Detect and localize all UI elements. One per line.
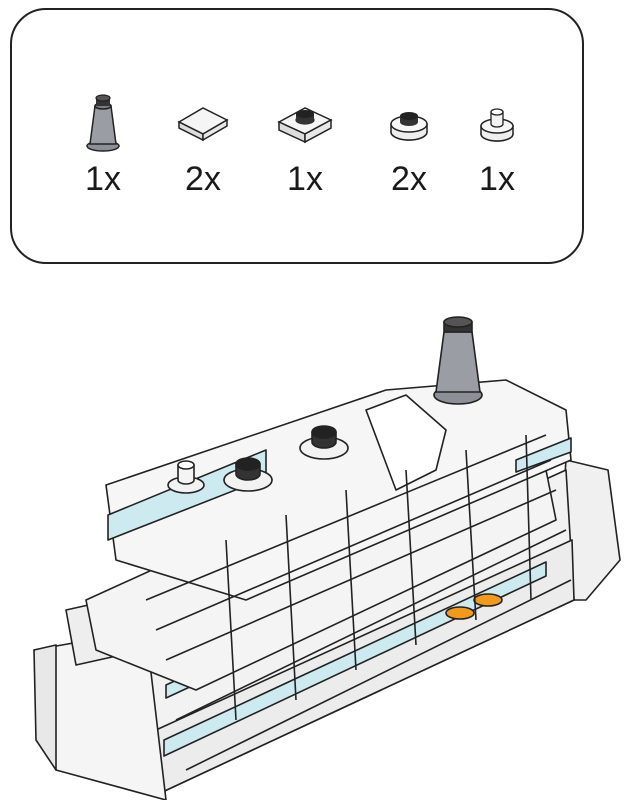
part-2-quantity: 2x <box>185 160 221 198</box>
part-2 <box>168 88 238 152</box>
part-3-quantity: 1x <box>287 160 323 198</box>
part-1-quantity: 1x <box>85 160 121 198</box>
ship-model-illustration <box>33 316 621 800</box>
part-1 <box>68 88 138 152</box>
part-3 <box>270 88 340 152</box>
part-4 <box>374 88 444 152</box>
part-5-quantity: 1x <box>479 160 515 198</box>
part-5 <box>462 88 532 152</box>
stud-plate-icon <box>277 107 333 144</box>
part-4-quantity: 2x <box>391 160 427 198</box>
parts-callout: 1x 2x 1x 2x <box>10 8 584 264</box>
cone-piece-icon <box>86 94 120 152</box>
round-stud-icon <box>480 108 514 142</box>
flat-tile-icon <box>177 107 229 142</box>
round-plate-icon <box>390 112 428 141</box>
